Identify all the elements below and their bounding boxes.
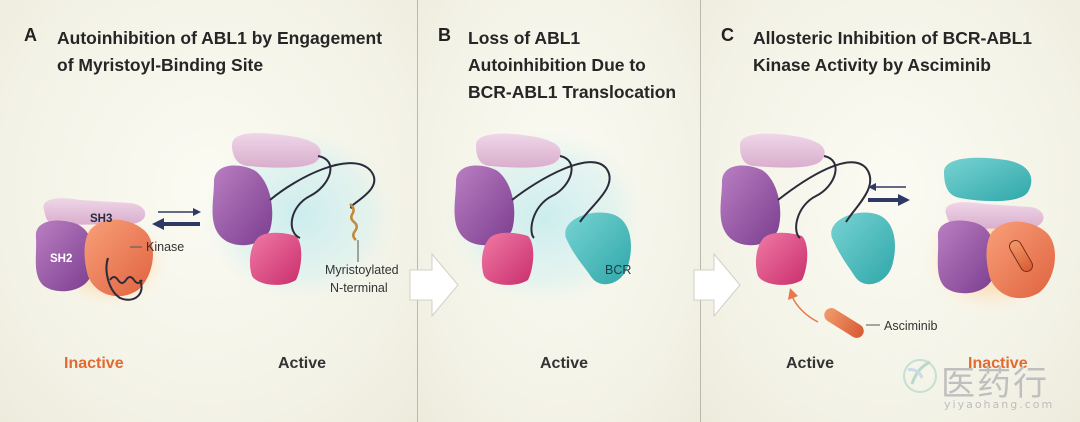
linker-a2 bbox=[269, 162, 376, 209]
bcr-domain bbox=[565, 212, 631, 285]
panel-b-letter: B bbox=[438, 25, 451, 45]
watermark-logo-icon bbox=[903, 359, 937, 393]
bcr-abl1-c-active bbox=[720, 133, 895, 285]
watermark-chinese-text: 医药行 bbox=[941, 364, 1049, 404]
myristoylated-label: Myristoylated bbox=[325, 263, 399, 277]
equilibrium-arrows-c bbox=[868, 183, 910, 206]
binding-arrow-head bbox=[788, 288, 798, 300]
inactive-state-label-a: Inactive bbox=[64, 355, 124, 372]
sh2-domain-c bbox=[720, 165, 781, 246]
linker-c2 bbox=[777, 161, 872, 223]
asciminib-molecule bbox=[824, 308, 864, 338]
panel-b-title: Loss of ABL1 Autoinhibition Due to BCR-A… bbox=[468, 28, 677, 102]
inactive-state-label-c: Inactive bbox=[968, 355, 1028, 372]
panel-a-letter: A bbox=[24, 25, 37, 45]
asciminib-label: Asciminib bbox=[884, 319, 938, 333]
transition-arrow-bc bbox=[693, 252, 741, 318]
linker-c1 bbox=[795, 155, 837, 239]
sh3-domain-active-a bbox=[232, 133, 321, 168]
kinase-domain-b bbox=[481, 232, 534, 285]
sh2-domain-b bbox=[454, 165, 515, 246]
sh2-domain-inactive-c bbox=[937, 220, 996, 294]
kinase-label: Kinase bbox=[146, 240, 184, 254]
linker-b1 bbox=[530, 155, 573, 239]
myristoyl-chain-free bbox=[349, 203, 358, 241]
sh2-domain bbox=[35, 220, 94, 292]
bcr-domain-inactive bbox=[944, 157, 1032, 202]
watermark-url-text: yiyaohang.com bbox=[944, 398, 1055, 411]
kinase-domain-c bbox=[755, 232, 808, 285]
equilibrium-arrows bbox=[152, 208, 201, 230]
inactive-bcr-abl1-complex bbox=[937, 157, 1055, 299]
sh3-domain-b bbox=[476, 133, 561, 168]
panel-a-title: Autoinhibition of ABL1 by Engagement of … bbox=[57, 28, 383, 75]
sh3-label: SH3 bbox=[90, 213, 112, 225]
panel-c-title: Allosteric Inhibition of BCR-ABL1 Kinase… bbox=[753, 28, 1033, 75]
bound-asciminib bbox=[1009, 239, 1033, 273]
linker-a1 bbox=[290, 155, 332, 239]
reverse-arrow-c-head bbox=[868, 183, 876, 191]
kinase-domain-active-a bbox=[249, 232, 302, 285]
active-abl1-a bbox=[212, 133, 376, 285]
active-state-label-a: Active bbox=[278, 355, 326, 372]
inactive-abl1-complex bbox=[35, 198, 153, 301]
sh3-domain-c bbox=[740, 133, 825, 168]
linker-loop bbox=[105, 257, 143, 301]
sh3-domain bbox=[43, 198, 146, 225]
sh2-domain-active-a bbox=[212, 165, 273, 246]
linker-b2 bbox=[511, 161, 611, 223]
bcr-domain-c bbox=[831, 212, 895, 285]
n-terminal-label: N-terminal bbox=[330, 281, 388, 295]
myristoyl-chain-bound bbox=[109, 276, 143, 284]
reverse-arrow-head bbox=[152, 218, 164, 230]
active-state-label-b: Active bbox=[540, 355, 588, 372]
sh2-label: SH2 bbox=[50, 253, 72, 265]
forward-arrow-c-head bbox=[898, 194, 910, 206]
kinase-domain bbox=[84, 219, 153, 297]
binding-arrow-line bbox=[791, 295, 819, 323]
panel-c-letter: C bbox=[721, 25, 734, 45]
forward-arrow-head bbox=[193, 208, 201, 216]
transition-arrow-ab bbox=[409, 252, 459, 318]
bcr-abl1-b bbox=[454, 133, 631, 285]
bcr-label: BCR bbox=[605, 263, 631, 277]
active-state-label-c: Active bbox=[786, 355, 834, 372]
